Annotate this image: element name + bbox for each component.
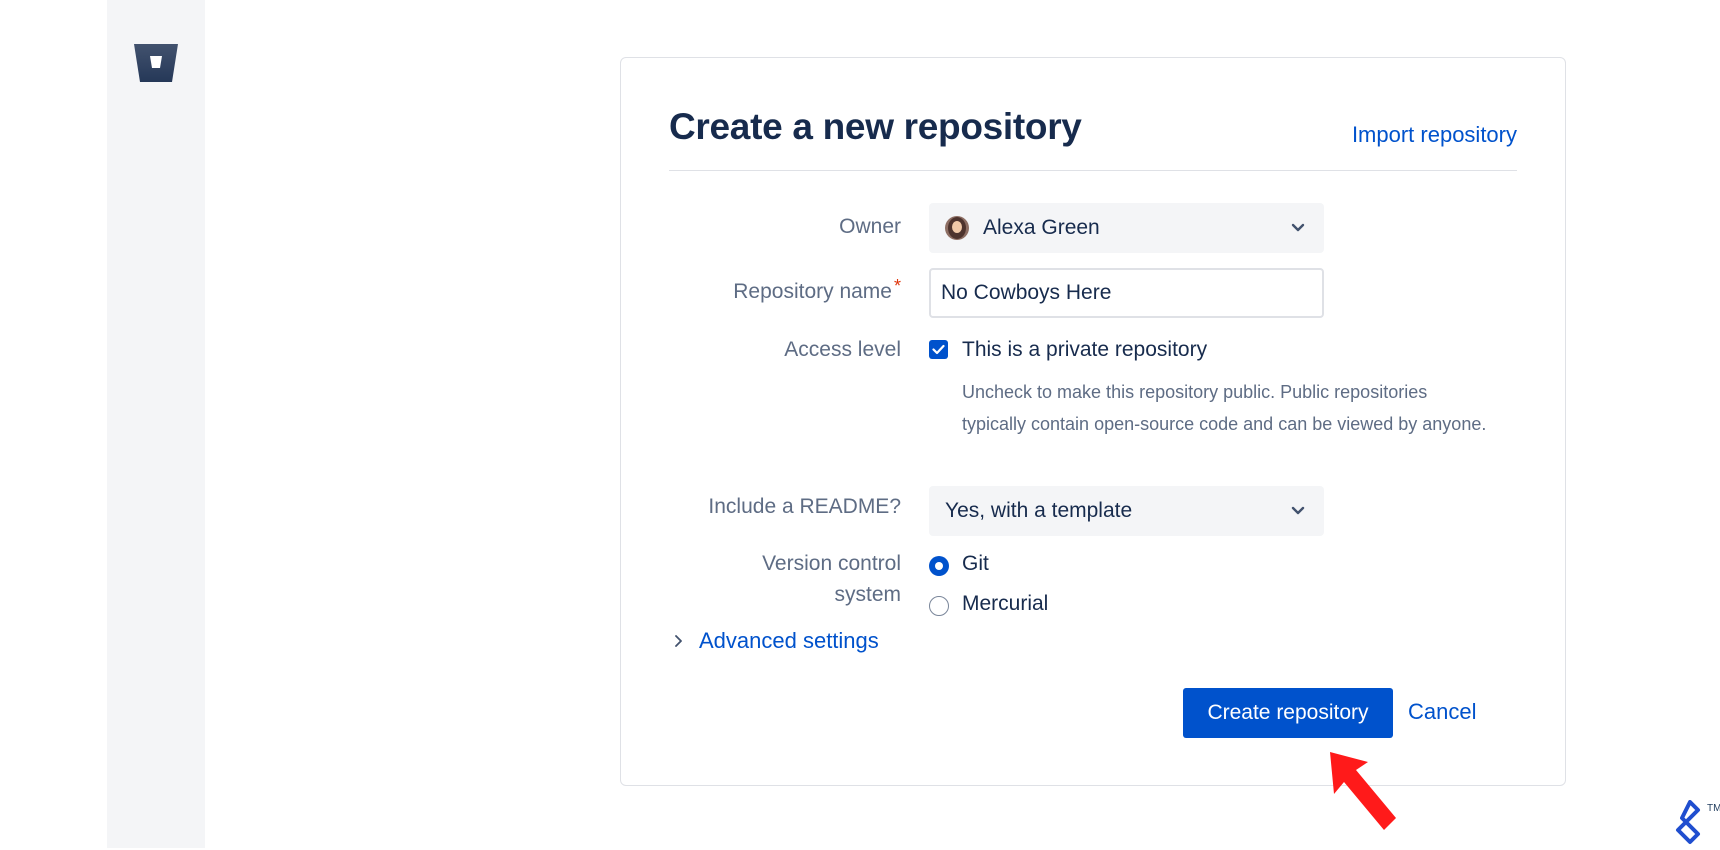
trademark-symbol: TM <box>1707 803 1720 814</box>
cancel-link[interactable]: Cancel <box>1408 699 1477 724</box>
vcs-label-line1: Version control <box>762 552 901 575</box>
repository-name-input[interactable] <box>929 268 1324 318</box>
red-arrow-pointer-icon <box>1330 752 1396 830</box>
owner-label: Owner <box>839 215 901 238</box>
readme-label: Include a README? <box>708 495 901 518</box>
chevron-right-icon <box>669 632 687 650</box>
private-repository-checkbox[interactable] <box>929 340 948 359</box>
repository-name-label: Repository name* <box>733 276 901 308</box>
access-level-help-text: Uncheck to make this repository public. … <box>962 382 1487 434</box>
create-repository-card: Create a new repository Import repositor… <box>620 57 1566 786</box>
advanced-settings-label: Advanced settings <box>699 628 879 653</box>
create-repository-button[interactable]: Create repository <box>1183 688 1393 738</box>
radio-mercurial[interactable] <box>929 596 949 616</box>
readme-value: Yes, with a template <box>945 499 1133 522</box>
owner-select[interactable]: Alexa Green <box>929 203 1324 253</box>
vcs-label-line2: system <box>834 583 901 606</box>
bitbucket-logo-icon[interactable] <box>129 33 183 93</box>
sidebar <box>107 0 205 848</box>
radio-mercurial-label[interactable]: Mercurial <box>962 592 1049 615</box>
toptal-logo-icon <box>1676 800 1700 844</box>
import-repository-link[interactable]: Import repository <box>1351 122 1517 147</box>
user-avatar <box>945 216 969 240</box>
advanced-settings-toggle[interactable]: Advanced settings <box>669 628 879 654</box>
required-asterisk: * <box>893 276 901 296</box>
checkmark-icon <box>932 344 945 355</box>
page-title: Create a new repository <box>669 106 1082 147</box>
private-repository-label[interactable]: This is a private repository <box>962 338 1208 361</box>
repository-name-label-text: Repository name <box>733 280 892 303</box>
readme-select[interactable]: Yes, with a template <box>929 486 1324 536</box>
owner-value: Alexa Green <box>983 216 1100 239</box>
chevron-down-icon <box>1290 503 1306 519</box>
chevron-down-icon <box>1290 220 1306 236</box>
access-level-label: Access level <box>784 338 901 361</box>
radio-git-label[interactable]: Git <box>962 552 989 575</box>
title-divider <box>669 170 1517 171</box>
radio-git[interactable] <box>929 556 949 576</box>
